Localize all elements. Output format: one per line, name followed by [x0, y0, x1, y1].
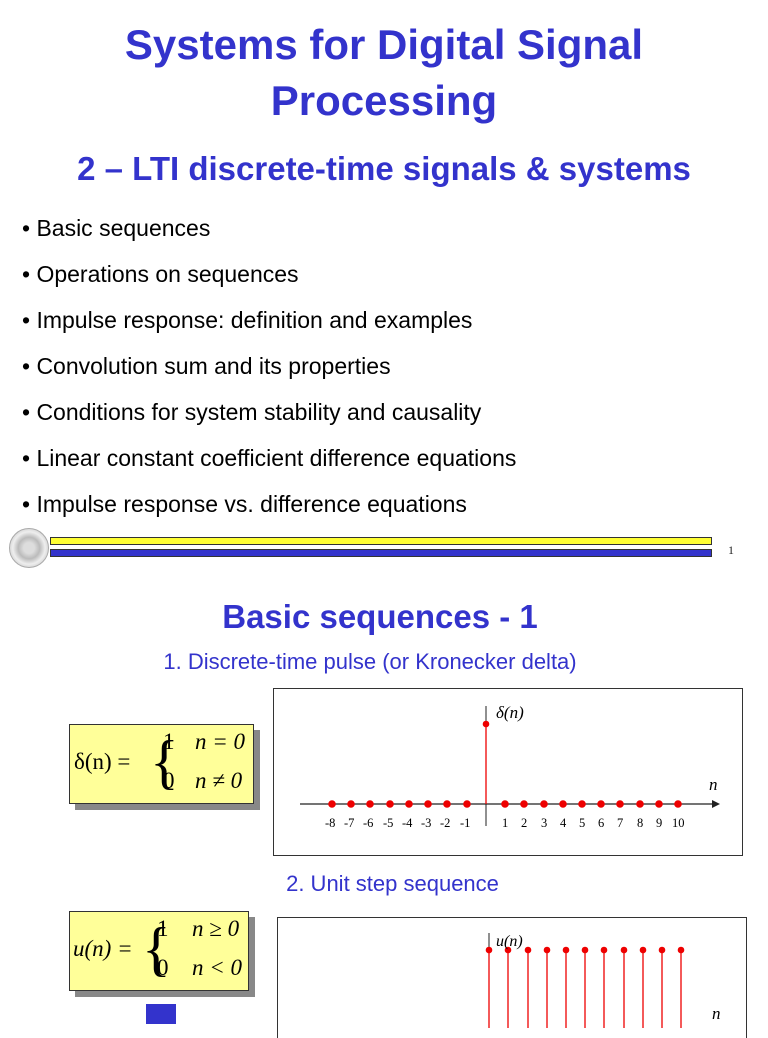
delta-formula-box: δ(n) = { 1 n = 0 0 n ≠ 0 [69, 724, 254, 804]
delta-ylabel: δ(n) [496, 703, 524, 722]
footer-blue-bar [50, 549, 712, 557]
section1-heading: 1. Discrete-time pulse (or Kronecker del… [163, 649, 577, 674]
down-arrow-icon [146, 1004, 176, 1024]
slide2-title: Basic sequences - 1 [222, 598, 538, 635]
step-xlabel: n [712, 1004, 721, 1023]
step-formula-lhs: u(n) = [73, 936, 133, 961]
university-seal-icon [9, 528, 49, 568]
case1-value: 1 [157, 916, 169, 941]
brace-icon: { [150, 729, 179, 795]
topic-item: • Basic sequences [22, 215, 211, 241]
delta-chart: δ(n) n -8 -7 -6 -5 -4 -3 -2 -1 1 2 3 4 5… [273, 688, 743, 856]
delta-formula-lhs: δ(n) = [74, 749, 131, 774]
case2-condition: n < 0 [192, 955, 243, 980]
page-number: 1 [728, 543, 734, 557]
case1-value: 1 [163, 729, 175, 754]
case2-value: 0 [163, 768, 175, 793]
case1-condition: n ≥ 0 [192, 916, 240, 941]
delta-xlabel: n [709, 775, 718, 794]
step-chart: u(n) n [277, 917, 747, 1038]
slide-title-line2: Processing [270, 77, 498, 124]
case2-value: 0 [157, 955, 169, 980]
section2-heading: 2. Unit step sequence [286, 871, 499, 896]
topic-item: • Convolution sum and its properties [22, 353, 391, 379]
brace-icon: { [142, 916, 171, 982]
step-stem-plot [485, 933, 685, 1028]
step-formula-box: u(n) = { 1 n ≥ 0 0 n < 0 [69, 911, 249, 991]
slide-title-line1: Systems for Digital Signal [124, 21, 644, 68]
topic-item: • Impulse response: definition and examp… [22, 307, 473, 333]
footer-yellow-bar [50, 537, 712, 545]
topic-item: • Conditions for system stability and ca… [22, 399, 482, 425]
topic-item: • Linear constant coefficient difference… [22, 445, 517, 471]
topic-item: • Impulse response vs. difference equati… [22, 491, 467, 517]
step-ylabel: u(n) [496, 933, 523, 950]
case2-condition: n ≠ 0 [195, 768, 243, 793]
slide-subtitle: 2 – LTI discrete-time signals & systems [77, 150, 691, 187]
case1-condition: n = 0 [195, 729, 246, 754]
delta-stem-plot [300, 706, 720, 826]
topic-item: • Operations on sequences [22, 261, 299, 287]
